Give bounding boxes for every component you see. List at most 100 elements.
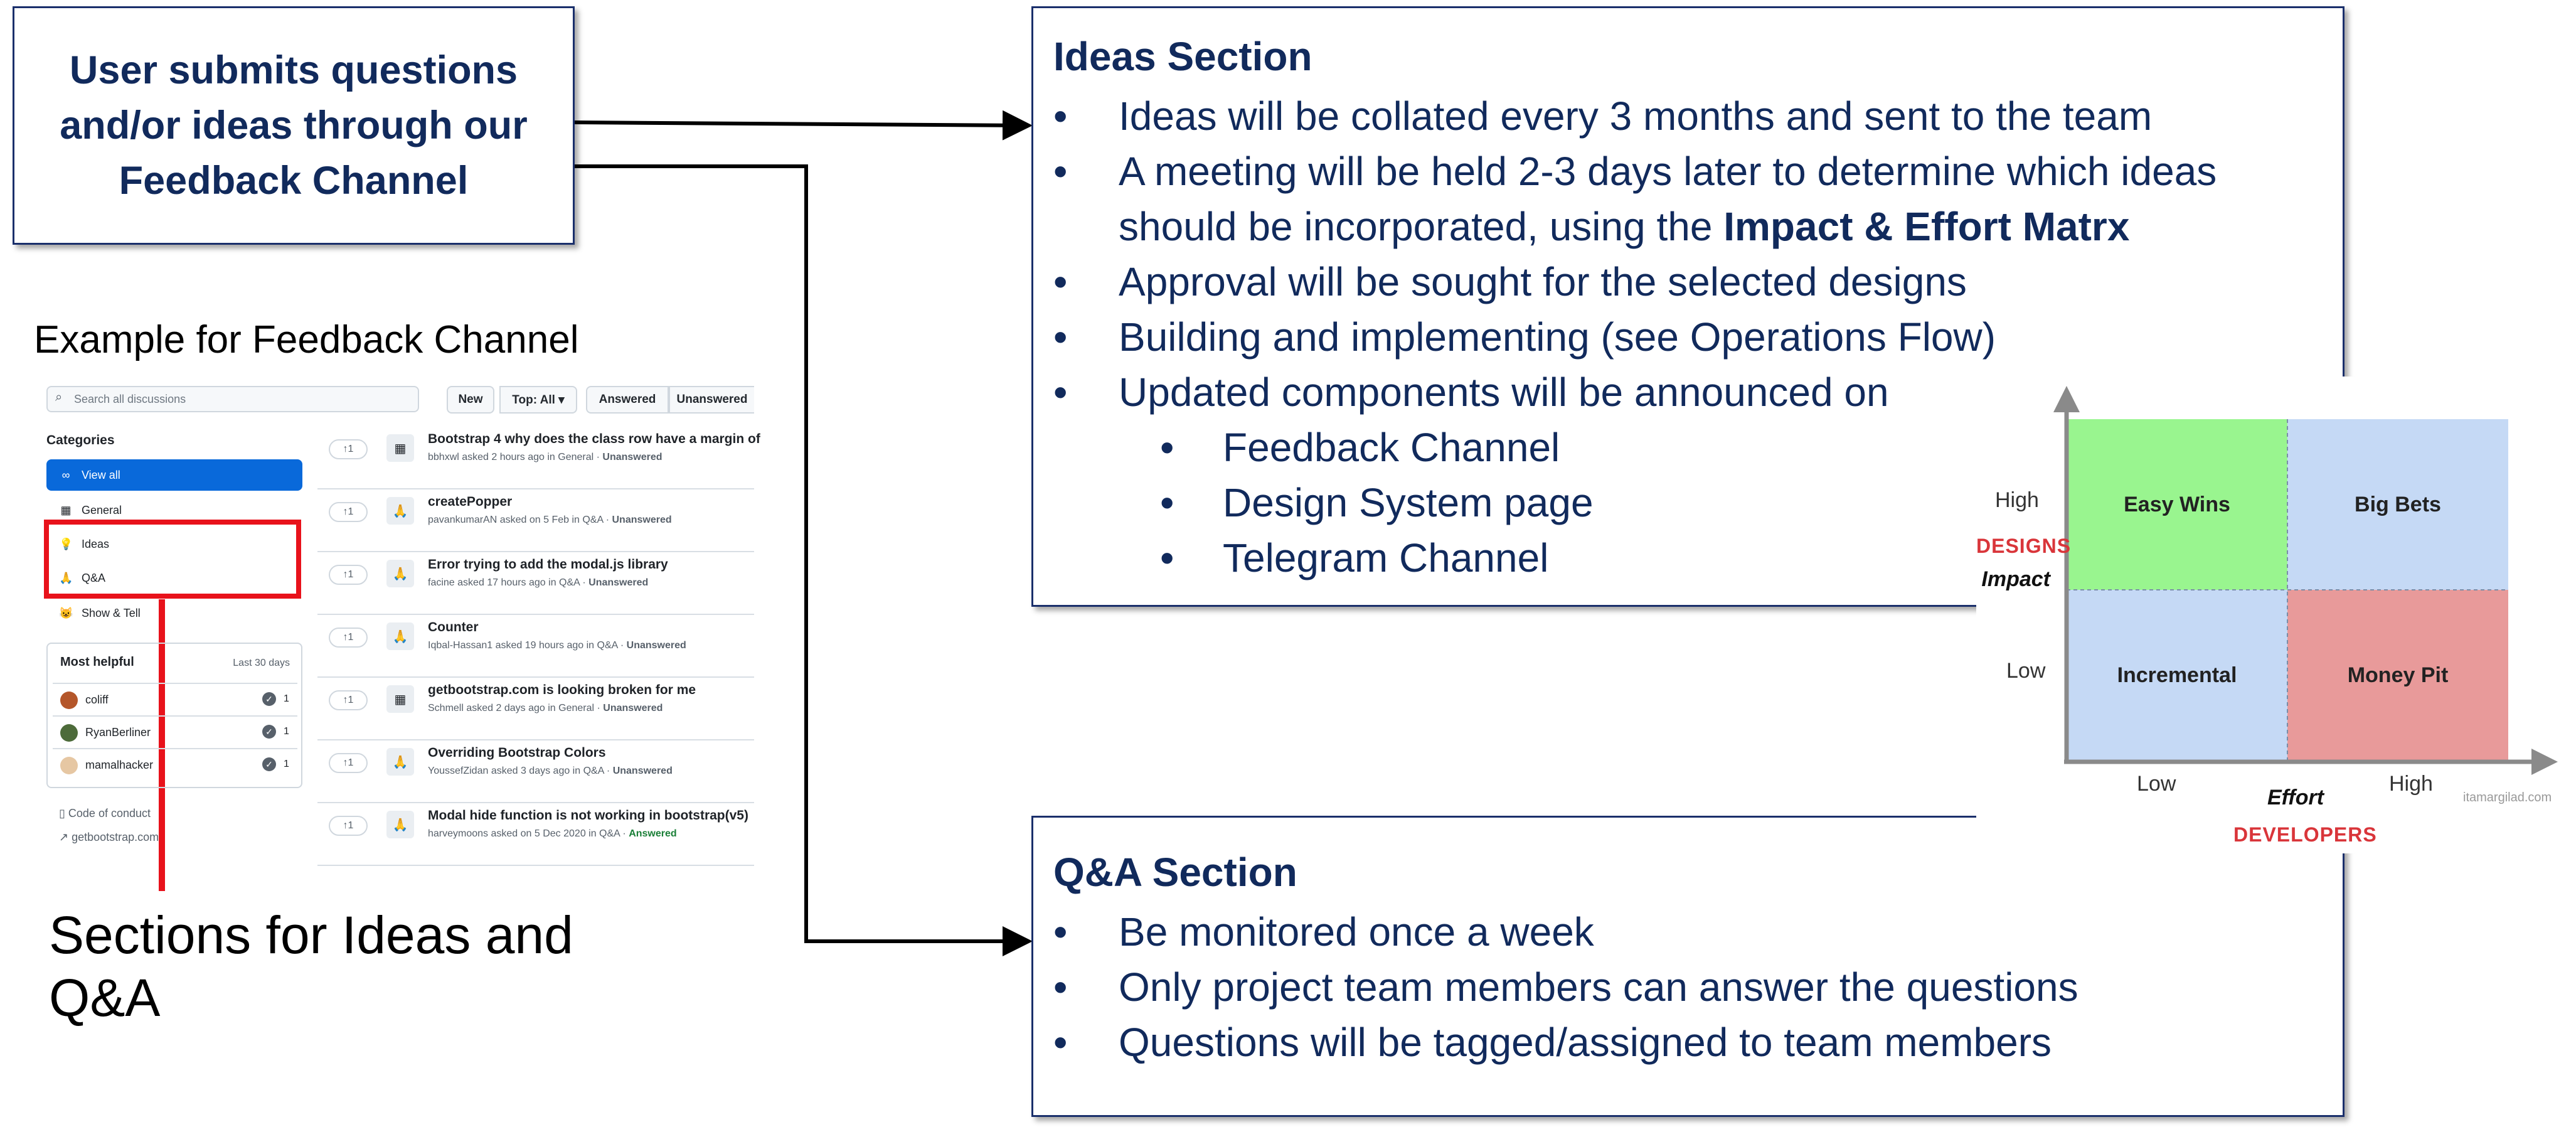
top-filter-dropdown[interactable]: Top: All ▾ bbox=[499, 386, 577, 414]
pray-icon: 🙏 bbox=[386, 748, 414, 776]
matrix-cell-money-pit: Money Pit bbox=[2287, 590, 2508, 761]
matrix-x-low: Low bbox=[2137, 772, 2176, 796]
upvote-button[interactable]: ↑ 1 bbox=[329, 753, 368, 773]
qa-section-title: Q&A Section bbox=[1053, 850, 1297, 895]
sections-label: Sections for Ideas and Q&A bbox=[49, 905, 573, 1027]
matrix-cell-easy-wins: Easy Wins bbox=[2067, 419, 2287, 590]
user-box-line-1: User submits questions bbox=[69, 48, 518, 92]
unanswered-filter-button[interactable]: Unanswered bbox=[669, 386, 754, 414]
category-qa[interactable]: 🙏Q&A bbox=[59, 571, 106, 584]
discussion-row[interactable]: ↑ 1 🙏 createPopper pavankumarAN asked on… bbox=[317, 488, 754, 552]
qa-section-box: Q&A Section •Be monitored once a week •O… bbox=[1031, 816, 2344, 1117]
upvote-button[interactable]: ↑ 1 bbox=[329, 565, 368, 585]
general-icon: ▦ bbox=[386, 434, 414, 462]
ideas-sub-bullet-3: •Telegram Channel bbox=[1160, 535, 1549, 580]
matrix-axes bbox=[2053, 386, 2558, 775]
upvote-button[interactable]: ↑ 1 bbox=[329, 502, 368, 522]
check-circle-icon: ✓ bbox=[262, 692, 276, 706]
matrix-credit: itamargilad.com bbox=[2463, 791, 2552, 804]
matrix-cell-incremental: Incremental bbox=[2067, 590, 2287, 761]
helper-row[interactable]: coliff ✓ 1 bbox=[53, 683, 297, 717]
discussion-title[interactable]: Overriding Bootstrap Colors bbox=[428, 745, 606, 760]
upvote-button[interactable]: ↑ 1 bbox=[329, 690, 368, 710]
qa-bullet-1: •Be monitored once a week bbox=[1053, 909, 1594, 954]
ideas-bullet-2-cont: should be incorporated, using the Impact… bbox=[1119, 204, 2130, 249]
avatar bbox=[60, 757, 78, 774]
discussion-row[interactable]: ↑ 1 🙏 Counter Iqbal-Hassan1 asked 19 hou… bbox=[317, 614, 754, 678]
discussion-row[interactable]: ↑ 1 🙏 Overriding Bootstrap Colors Yousse… bbox=[317, 739, 754, 803]
ideas-section-box: Ideas Section •Ideas will be collated ev… bbox=[1031, 6, 2344, 607]
search-input[interactable]: ⌕ Search all discussions bbox=[46, 386, 419, 412]
ideas-qa-highlight-box bbox=[44, 520, 301, 599]
discussion-meta: YoussefZidan asked 3 days ago in Q&A · U… bbox=[428, 766, 673, 776]
search-icon: ⌕ bbox=[55, 390, 63, 404]
external-link-icon: ↗ bbox=[59, 831, 72, 843]
pray-icon: 🙏 bbox=[386, 622, 414, 650]
category-general[interactable]: ▦General bbox=[46, 494, 302, 526]
ideas-bullet-5: •Updated components will be announced on bbox=[1053, 370, 1889, 415]
code-of-conduct-link[interactable]: ▯ Code of conduct bbox=[59, 807, 151, 820]
site-link[interactable]: ↗ getbootstrap.com bbox=[59, 831, 159, 843]
helper-row[interactable]: RyanBerliner ✓ 1 bbox=[53, 715, 297, 749]
lightbulb-icon: 💡 bbox=[59, 537, 73, 550]
discussion-title[interactable]: createPopper bbox=[428, 494, 513, 509]
upvote-button[interactable]: ↑ 1 bbox=[329, 439, 368, 459]
avatar bbox=[60, 724, 78, 742]
upvote-button[interactable]: ↑ 1 bbox=[329, 628, 368, 648]
discussion-row[interactable]: ↑ 1 🙏 Error trying to add the modal.js l… bbox=[317, 551, 754, 615]
general-icon: ▦ bbox=[386, 685, 414, 713]
upvote-button[interactable]: ↑ 1 bbox=[329, 816, 368, 836]
matrix-x-axis-title: Effort bbox=[2267, 786, 2324, 809]
pray-icon: 🙏 bbox=[386, 811, 414, 838]
arrow-to-ideas bbox=[574, 110, 1033, 141]
discussion-title[interactable]: Modal hide function is not working in bo… bbox=[428, 808, 748, 823]
category-ideas[interactable]: 💡Ideas bbox=[59, 537, 110, 550]
discussion-meta: facine asked 17 hours ago in Q&A · Unans… bbox=[428, 577, 649, 588]
impact-effort-matrix-text: Impact & Effort Matrx bbox=[1723, 204, 2130, 249]
discussion-title[interactable]: Bootstrap 4 why does the class row have … bbox=[428, 432, 760, 446]
matrix-x-role: DEVELOPERS bbox=[2233, 823, 2377, 846]
ideas-sub-bullet-2: •Design System page bbox=[1160, 480, 1594, 525]
ideas-bullet-4: •Building and implementing (see Operatio… bbox=[1053, 314, 1996, 360]
avatar bbox=[60, 692, 78, 709]
discussion-meta: bbhxwl asked 2 hours ago in General · Un… bbox=[428, 452, 663, 462]
last-30-days-label: Last 30 days bbox=[233, 658, 290, 668]
answered-filter-button[interactable]: Answered bbox=[586, 386, 669, 414]
most-helpful-panel: Most helpful Last 30 days bbox=[46, 643, 302, 788]
arrow-to-qa bbox=[575, 164, 1033, 956]
discussion-title[interactable]: getbootstrap.com is looking broken for m… bbox=[428, 683, 696, 697]
ideas-sub-bullet-1: •Feedback Channel bbox=[1160, 425, 1560, 470]
qa-bullet-3: •Questions will be tagged/assigned to te… bbox=[1053, 1020, 2052, 1065]
book-icon: ▯ bbox=[59, 807, 68, 820]
discussion-row[interactable]: ↑ 1 🙏 Modal hide function is not working… bbox=[317, 802, 754, 866]
user-box-line-2: and/or ideas through our bbox=[60, 104, 528, 147]
discussion-meta: harveymoons asked on 5 Dec 2020 in Q&A ·… bbox=[428, 828, 677, 839]
discussion-meta: Schmell asked 2 days ago in General · Un… bbox=[428, 703, 663, 713]
impact-effort-matrix: Easy Wins Big Bets Incremental Money Pit… bbox=[1976, 377, 2576, 853]
user-box-line-3: Feedback Channel bbox=[119, 159, 469, 203]
matrix-y-high: High bbox=[1995, 488, 2039, 512]
pray-icon: 🙏 bbox=[386, 497, 414, 525]
helper-row[interactable]: mamalhacker ✓ 1 bbox=[53, 748, 297, 782]
discussion-meta: pavankumarAN asked on 5 Feb in Q&A · Una… bbox=[428, 515, 672, 525]
search-placeholder: Search all discussions bbox=[74, 393, 186, 405]
infinity-icon: ∞ bbox=[61, 468, 70, 481]
new-discussion-button[interactable]: New bbox=[447, 386, 494, 414]
pray-icon: 🙏 bbox=[59, 571, 73, 584]
cat-icon: 😺 bbox=[59, 606, 73, 619]
categories-title: Categories bbox=[46, 433, 115, 447]
discussion-row[interactable]: ↑ 1 ▦ getbootstrap.com is looking broken… bbox=[317, 676, 754, 740]
discussion-row[interactable]: ↑ 1 ▦ Bootstrap 4 why does the class row… bbox=[317, 425, 760, 489]
ideas-bullet-1: •Ideas will be collated every 3 months a… bbox=[1053, 93, 2153, 139]
general-icon: ▦ bbox=[60, 503, 72, 516]
discussion-title[interactable]: Error trying to add the modal.js library bbox=[428, 557, 668, 572]
discussion-title[interactable]: Counter bbox=[428, 620, 479, 634]
category-view-all[interactable]: ∞View all bbox=[46, 459, 302, 491]
category-show-tell[interactable]: 😺Show & Tell bbox=[59, 606, 141, 619]
user-submits-box: User submits questions and/or ideas thro… bbox=[13, 6, 575, 245]
matrix-y-low: Low bbox=[2006, 659, 2046, 683]
matrix-y-axis-title: Impact bbox=[1981, 567, 2050, 591]
most-helpful-title: Most helpful bbox=[60, 655, 134, 669]
ideas-section-title: Ideas Section bbox=[1053, 34, 1312, 79]
